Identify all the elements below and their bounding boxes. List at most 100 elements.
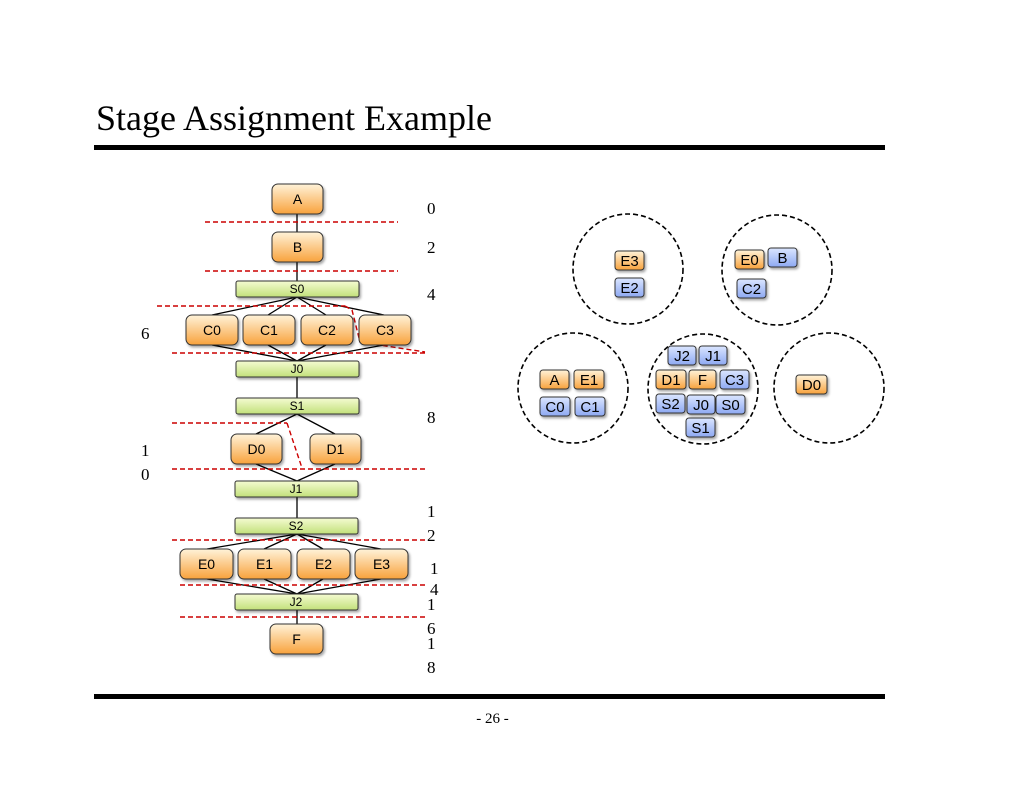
bar-S1: S1	[235, 397, 360, 415]
footer-rule	[94, 694, 885, 699]
node-D0: D0	[230, 433, 283, 465]
svg-text:F: F	[698, 372, 707, 389]
svg-text:F: F	[292, 631, 301, 647]
svg-text:E3: E3	[620, 253, 638, 270]
bar-J1: J1	[234, 480, 359, 498]
svg-text:S2: S2	[289, 519, 304, 533]
stage-label: 1	[141, 441, 150, 460]
node-B: B	[271, 231, 324, 263]
chip-E0: E0	[734, 249, 765, 270]
stage-label: 2	[427, 526, 436, 545]
stage-label: 0	[427, 199, 436, 218]
svg-text:J2: J2	[290, 595, 303, 609]
node-E1: E1	[237, 548, 292, 580]
svg-text:S0: S0	[290, 282, 305, 296]
svg-text:S2: S2	[661, 396, 679, 413]
cluster-5-chips: D0	[795, 374, 828, 395]
chip-D0: D0	[795, 374, 828, 395]
stage-label: 2	[427, 238, 436, 257]
stage-label: 0	[141, 465, 150, 484]
svg-text:C0: C0	[545, 399, 564, 416]
stage-label: 1	[427, 634, 436, 653]
svg-text:S1: S1	[290, 399, 305, 413]
node-F: F	[269, 623, 324, 655]
chip-C1: C1	[574, 396, 606, 417]
chip-C2: C2	[736, 278, 767, 299]
stage-label: 1	[427, 502, 436, 521]
bar-S0: S0	[235, 280, 360, 298]
stage-labels: 0 2 4 6 8 1 0 1 2 1 4 1 6 1 8	[141, 199, 439, 677]
stage-label: 6	[427, 619, 436, 638]
chip-J0: J0	[686, 394, 716, 415]
svg-text:E0: E0	[740, 252, 758, 269]
chip-S2: S2	[655, 393, 686, 414]
svg-text:E1: E1	[256, 556, 273, 572]
node-E0: E0	[179, 548, 234, 580]
stage-label: 4	[430, 580, 439, 599]
svg-text:B: B	[777, 250, 787, 267]
chip-J1: J1	[698, 345, 728, 366]
stage-label: 1	[430, 559, 439, 578]
svg-text:J1: J1	[705, 348, 721, 365]
svg-text:S0: S0	[721, 397, 739, 414]
svg-text:E2: E2	[620, 280, 638, 297]
chip-E1: E1	[573, 369, 605, 390]
title-rule	[94, 145, 885, 150]
svg-text:B: B	[293, 239, 302, 255]
svg-text:D1: D1	[661, 372, 680, 389]
node-D1: D1	[309, 433, 362, 465]
node-C1: C1	[242, 314, 296, 346]
page-number: - 26 -	[476, 711, 509, 727]
chip-C0: C0	[539, 396, 571, 417]
svg-text:E1: E1	[580, 372, 598, 389]
stage-label: 6	[141, 324, 150, 343]
svg-text:J0: J0	[291, 362, 304, 376]
cluster-circle	[517, 332, 629, 444]
chip-B: B	[767, 247, 798, 268]
svg-text:D0: D0	[248, 441, 266, 457]
svg-text:J2: J2	[674, 348, 690, 365]
node-E3: E3	[354, 548, 409, 580]
cluster-4-chips: J2 J1 D1 F C3 S2 J0 S0	[655, 345, 750, 438]
svg-text:C3: C3	[725, 372, 744, 389]
svg-text:D1: D1	[327, 441, 345, 457]
svg-text:A: A	[549, 372, 559, 389]
chip-S1: S1	[685, 417, 716, 438]
node-A: A	[271, 183, 324, 215]
cluster-circle	[721, 214, 833, 326]
bar-J0: J0	[235, 360, 360, 378]
chip-C3: C3	[719, 369, 750, 390]
node-C2: C2	[300, 314, 354, 346]
chip-E2: E2	[614, 277, 645, 298]
svg-text:C1: C1	[580, 399, 599, 416]
chip-F: F	[688, 369, 717, 390]
stage-label: 8	[427, 658, 436, 677]
svg-text:A: A	[293, 191, 303, 207]
chip-A: A	[539, 369, 570, 390]
svg-text:S1: S1	[691, 420, 709, 437]
svg-text:D0: D0	[802, 377, 821, 394]
chip-E3: E3	[614, 250, 645, 271]
stage-label: 8	[427, 408, 436, 427]
svg-text:E2: E2	[315, 556, 332, 572]
node-E2: E2	[296, 548, 351, 580]
cluster-2-chips: E0 B C2	[734, 247, 798, 299]
stage-cut-lines	[157, 221, 426, 618]
svg-text:C2: C2	[318, 322, 336, 338]
svg-text:J1: J1	[290, 482, 303, 496]
stage-label: 1	[427, 595, 436, 614]
cluster-1-chips: E3 E2	[614, 250, 645, 298]
node-C3: C3	[358, 314, 412, 346]
svg-text:C3: C3	[376, 322, 394, 338]
svg-text:E0: E0	[198, 556, 215, 572]
stage-label: 4	[427, 285, 436, 304]
cluster-3-chips: A E1 C0 C1	[539, 369, 606, 417]
cluster-circle	[773, 332, 885, 444]
chip-J2: J2	[667, 345, 697, 366]
slide-title: Stage Assignment Example	[96, 98, 492, 138]
svg-text:C0: C0	[203, 322, 221, 338]
bar-S2: S2	[234, 517, 359, 535]
svg-text:E3: E3	[373, 556, 390, 572]
svg-text:C2: C2	[742, 281, 761, 298]
